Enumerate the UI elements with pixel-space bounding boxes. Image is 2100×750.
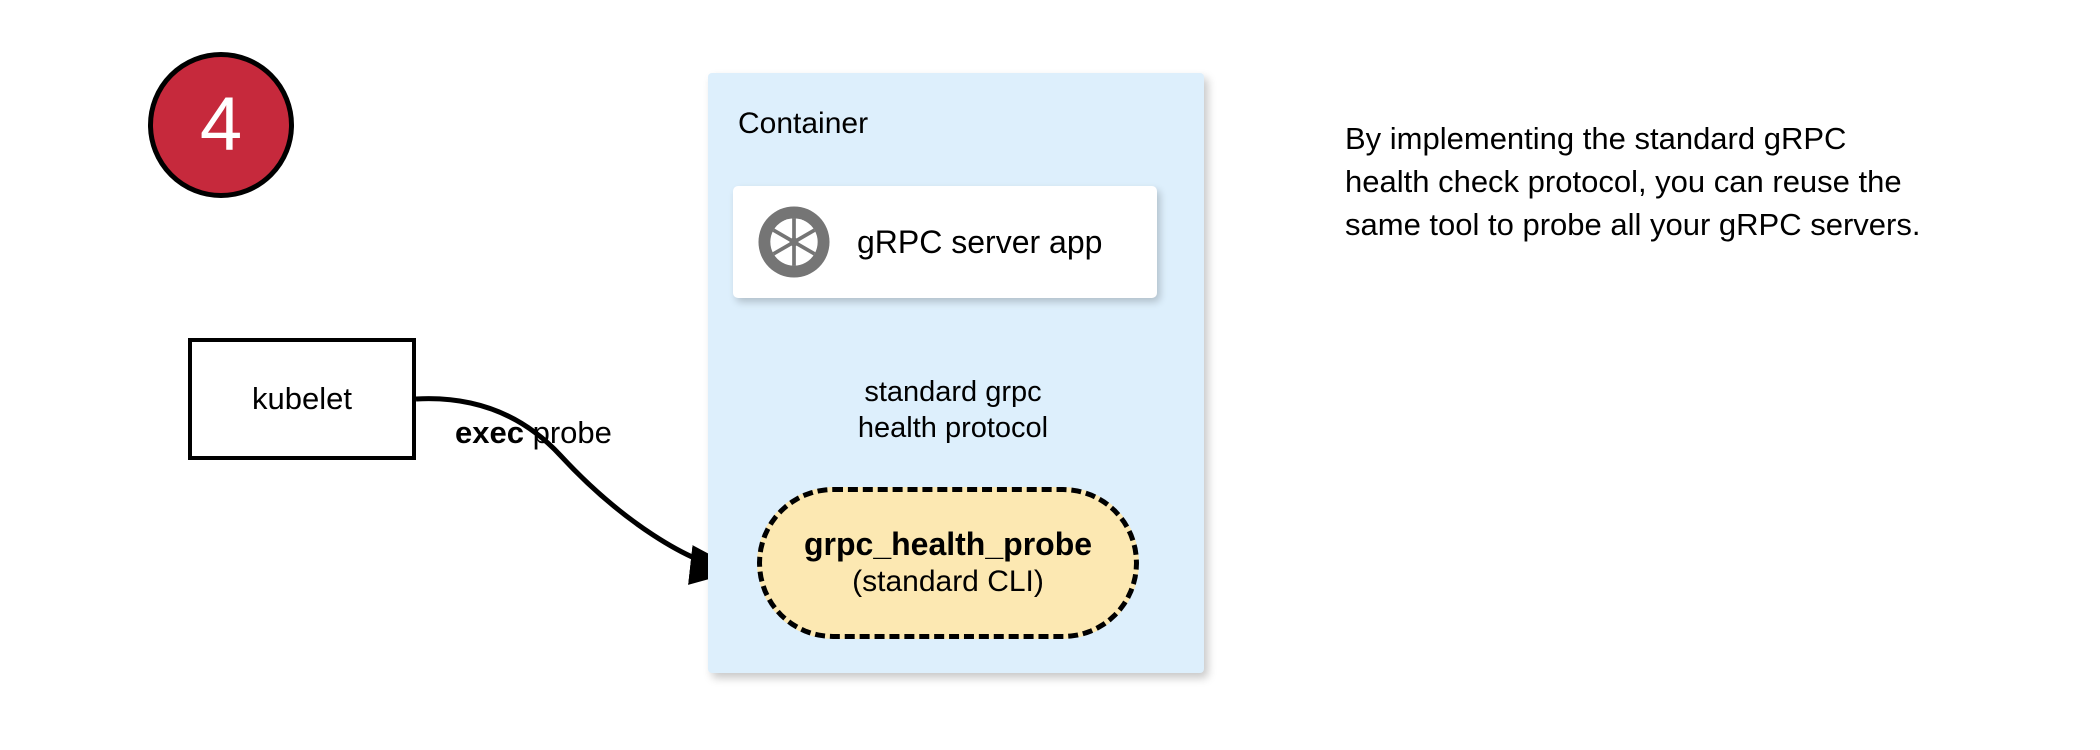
edge-label-exec-probe: exec probe [455,415,612,451]
node-grpc-server-app: gRPC server app [733,186,1157,298]
health-protocol-line-1: standard grpc [864,376,1042,408]
grpc-health-probe-subtitle: (standard CLI) [852,565,1044,599]
container-title: Container [738,107,869,140]
step-number-label: 4 [199,82,243,167]
health-protocol-line-2: health protocol [857,412,1049,445]
grpc-health-probe-title: grpc_health_probe [803,526,1093,563]
node-kubelet: kubelet [188,338,416,460]
exec-probe-suffix: probe [523,415,612,450]
step-number-badge: 4 [148,52,294,198]
node-grpc-health-probe: grpc_health_probe (standard CLI) [757,487,1139,639]
kubelet-label: kubelet [252,381,352,416]
aperture-icon [758,206,830,278]
grpc-server-app-label: gRPC server app [857,223,1103,260]
edge-label-health-protocol: standard grpc health protocol [818,374,1088,447]
exec-keyword: exec [455,415,524,450]
annotation-text: By implementing the standard gRPC health… [1345,121,1921,242]
